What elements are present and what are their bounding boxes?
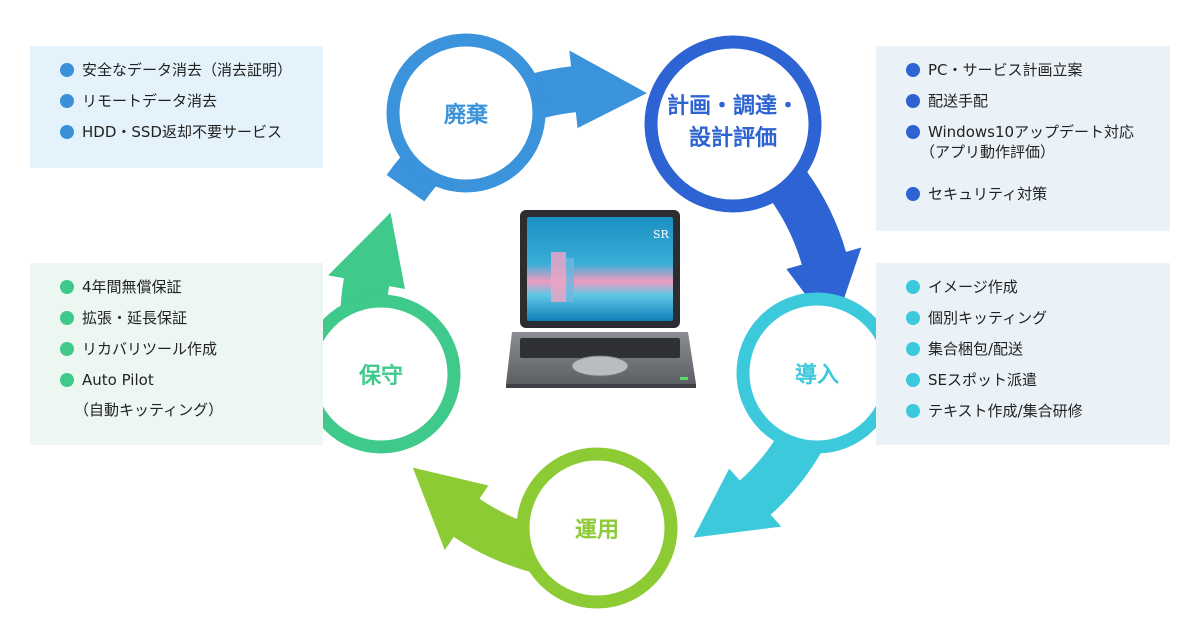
list-item: 配送手配 [906,91,1170,111]
list-item-text: HDD・SSD返却不要サービス [82,123,282,141]
list-item-text: リモートデータ消去 [82,92,218,110]
list-item: セキュリティ対策 [906,184,1170,204]
panel-plan: PC・サービス計画立案 配送手配 Windows10アップデート対応 （アプリ動作… [876,46,1170,231]
stage-operation: 運用 [516,447,678,609]
list-item: 安全なデータ消去（消去証明） [60,60,323,80]
list-item-text: リカバリツール作成 [82,340,218,358]
list-item-text: セキュリティ対策 [928,185,1048,203]
list-item: リモートデータ消去 [60,91,323,111]
stage-plan: 計画・調達・ 設計評価 [644,35,822,213]
stage-intro-label: 導入 [795,362,839,388]
bullet-dot [906,311,920,325]
list-item: 集合梱包/配送 [906,339,1170,359]
panel-intro: イメージ作成 個別キッティング 集合梱包/配送 SEスポット派遣 テキスト作成/… [876,263,1170,445]
list-item-subtext: （アプリ動作評価） [920,143,1056,161]
stage-plan-label-line2: 設計評価 [689,125,777,151]
list-item-subtext: （自動キッティング） [74,401,224,419]
list-item-text: 個別キッティング [928,309,1048,327]
stage-intro: 導入 [736,292,898,454]
list-item: 拡張・延長保証 [60,308,323,328]
bullet-dot [60,94,74,108]
list-item-text: 4年間無償保証 [82,278,182,296]
list-item: Auto Pilot （自動キッティング） [60,370,323,420]
bullet-dot [906,63,920,77]
list-item: Windows10アップデート対応 （アプリ動作評価） [906,122,1170,162]
bullet-dot [60,373,74,387]
list-item-text: 集合梱包/配送 [928,340,1024,358]
list-item: リカバリツール作成 [60,339,323,359]
bullet-dot [60,342,74,356]
bullet-dot [60,63,74,77]
bullet-dot [906,125,920,139]
list-item: テキスト作成/集合研修 [906,401,1170,421]
bullet-dot [906,187,920,201]
stage-maintenance-label: 保守 [358,363,403,389]
bullet-dot [906,94,920,108]
list-item-text: SEスポット派遣 [928,371,1037,389]
bullet-dot [60,311,74,325]
stage-disposal: 廃棄 [386,33,546,193]
list-item-text: Windows10アップデート対応 [928,123,1135,141]
list-item: SEスポット派遣 [906,370,1170,390]
stage-operation-label: 運用 [575,518,619,543]
bullet-dot [906,280,920,294]
panel-maintenance: 4年間無償保証 拡張・延長保証 リカバリツール作成 Auto Pilot （自動キ… [30,263,323,445]
bullet-dot [906,404,920,418]
laptop-screen-logo: SR [653,228,670,241]
list-item: HDD・SSD返却不要サービス [60,122,323,142]
list-item-text: PC・サービス計画立案 [928,61,1083,79]
list-item-text: 拡張・延長保証 [82,309,188,327]
panel-disposal: 安全なデータ消去（消去証明） リモートデータ消去 HDD・SSD返却不要サービス [30,46,323,168]
list-item: 個別キッティング [906,308,1170,328]
stage-maintenance: 保守 [301,294,461,454]
list-item-text: Auto Pilot [82,371,154,389]
bullet-dot [906,373,920,387]
list-item: 4年間無償保証 [60,277,323,297]
laptop-image: SR [506,210,696,388]
list-item-text: イメージ作成 [928,278,1018,296]
bullet-dot [906,342,920,356]
list-item-text: 配送手配 [928,92,989,110]
stage-disposal-label: 廃棄 [444,102,489,128]
bullet-dot [60,280,74,294]
list-item-text: 安全なデータ消去（消去証明） [82,61,293,79]
stage-plan-label-line1: 計画・調達・ [667,93,799,119]
list-item: PC・サービス計画立案 [906,60,1170,80]
bullet-dot [60,125,74,139]
list-item-text: テキスト作成/集合研修 [928,402,1083,420]
list-item: イメージ作成 [906,277,1170,297]
